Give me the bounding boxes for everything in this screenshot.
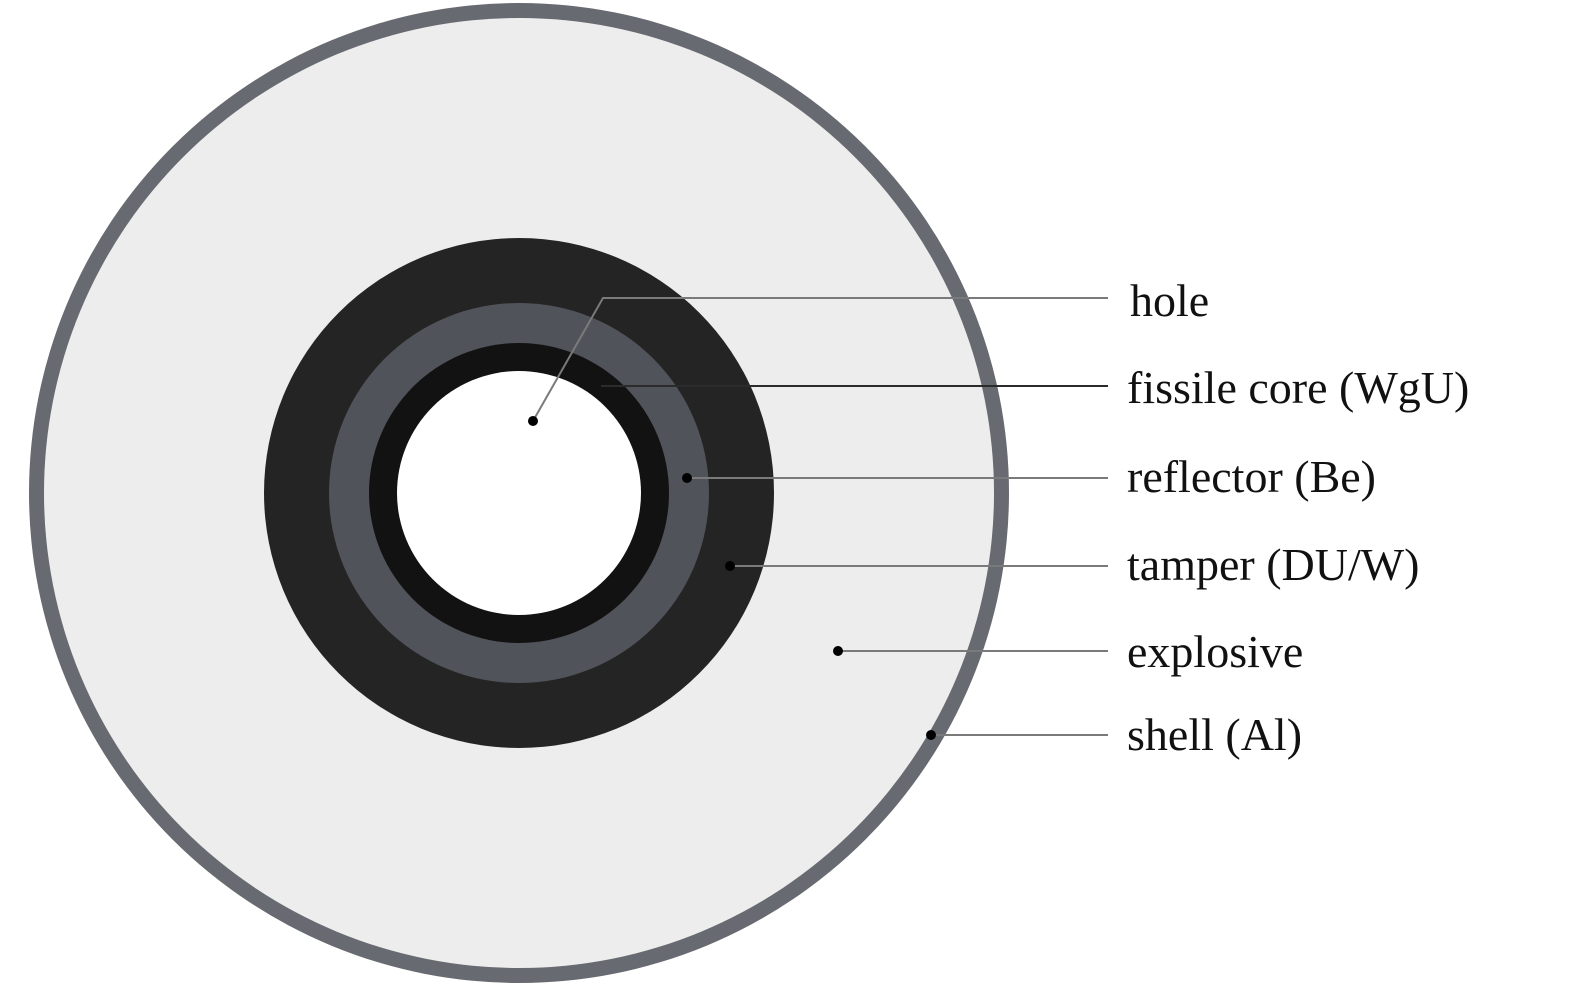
hole-layer [397,371,641,615]
fissile-core-label: fissile core (WgU) [1127,362,1469,413]
explosive-label: explosive [1127,626,1303,677]
reflector-marker-dot [682,473,692,483]
shell-label: shell (Al) [1127,709,1302,760]
shell-marker-dot [926,730,936,740]
tamper-marker-dot [725,561,735,571]
reflector-label: reflector (Be) [1127,451,1376,502]
hole-marker-dot [528,416,538,426]
hole-leader-line [532,297,1108,422]
explosive-marker-dot [833,646,843,656]
tamper-label: tamper (DU/W) [1127,539,1420,590]
hole-label: hole [1130,275,1209,326]
